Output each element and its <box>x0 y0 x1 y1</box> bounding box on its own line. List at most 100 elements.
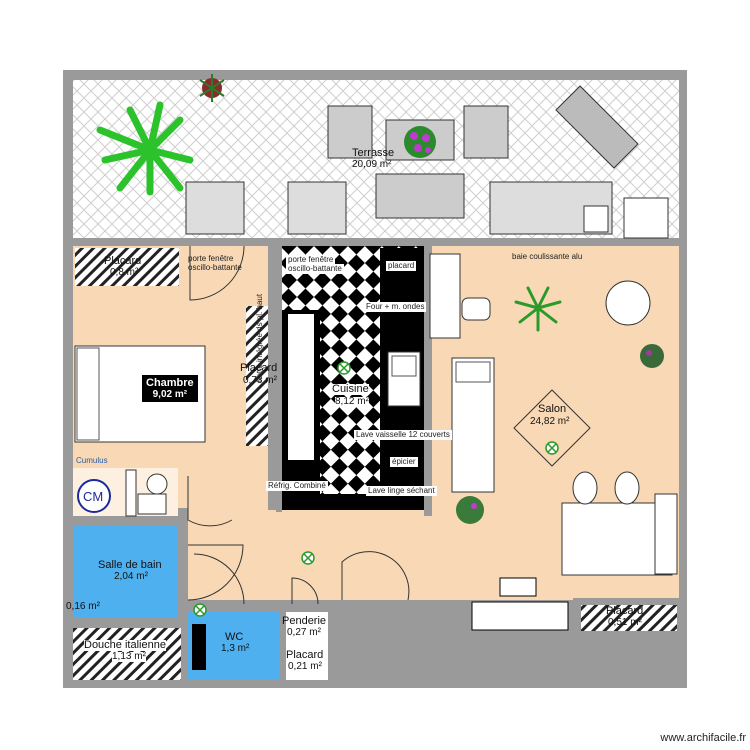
placard-top-name: Placard <box>104 255 142 267</box>
placard-bottom-floor <box>286 646 328 680</box>
wall-kitchen-right <box>424 246 432 516</box>
sdb-name: Salle de bain <box>98 559 162 571</box>
bed-pillows <box>76 347 100 441</box>
toilet <box>192 624 206 670</box>
wc-area: 1,3 m² <box>221 643 250 654</box>
dining-table <box>561 502 673 576</box>
sofa-back <box>455 361 491 383</box>
light-icon <box>193 603 207 617</box>
terrace-planter <box>583 205 609 233</box>
porte-right-line2: oscillo-battante <box>286 264 344 275</box>
porte-right-line1: porte fenêtre <box>286 255 336 266</box>
chambre-label: Chambre 9,02 m² <box>142 375 198 402</box>
placard-mid-hatch <box>246 306 268 446</box>
douche-name: Douche italienne <box>84 639 166 651</box>
baie-note: baie coulissante alu <box>512 252 583 261</box>
wall-wc-right <box>280 604 286 684</box>
placard-kitchen-note: placard <box>386 261 417 272</box>
plant-salon-3-icon <box>456 496 484 524</box>
terrasse-name: Terrasse <box>352 147 395 159</box>
round-chair <box>605 280 651 326</box>
placard-right-name: Placard <box>606 605 644 617</box>
penderie-name: Penderie <box>282 615 327 627</box>
wall-bath-top <box>63 516 188 526</box>
chair-3 <box>654 493 678 575</box>
small-plant-icon <box>199 74 225 102</box>
wall-penderie-right <box>328 600 336 684</box>
wall-kitchen-left <box>276 246 282 512</box>
light-icon <box>545 441 559 455</box>
door-bath <box>187 544 244 601</box>
placard-bottom-area: 0,21 m² <box>288 661 322 672</box>
watermark: www.archifacile.fr <box>660 732 746 744</box>
placard-right-area: 0,51 m² <box>608 617 642 628</box>
placard-mid-area: 0,73 m² <box>243 375 277 386</box>
cumulus-note: Cumulus <box>76 456 108 465</box>
wall-chambre-right-2 <box>268 296 276 510</box>
plant-salon-1-icon <box>514 286 562 332</box>
washbasin-mirror <box>146 473 168 495</box>
light-icon <box>337 361 351 375</box>
salon-area: 24,82 m² <box>530 416 570 427</box>
flowers-icon <box>404 126 436 158</box>
desk-chair <box>461 297 491 321</box>
door-chambre <box>189 245 245 301</box>
towel-rack <box>125 469 137 517</box>
lave-linge-note: Lave linge séchant <box>366 486 437 497</box>
porte-left-line1: porte fenêtre <box>188 254 234 263</box>
chair-1 <box>572 471 598 505</box>
bath-floor <box>73 526 178 618</box>
hotte-note: hotte intégrée ds pl. haut <box>255 293 264 382</box>
chambre-area: 9,02 m² <box>152 389 188 400</box>
placard-mid-name: Placard <box>240 362 278 374</box>
door-entry <box>341 551 410 601</box>
douche-area: 1,13 m² <box>112 651 146 662</box>
small-area: 0,16 m² <box>66 601 100 612</box>
salon-name: Salon <box>538 403 567 415</box>
terrace-bench-1 <box>185 181 245 235</box>
wc-name: WC <box>225 631 244 643</box>
light-icon <box>301 551 315 565</box>
door-chambre-2 <box>187 476 233 527</box>
penderie-floor <box>286 612 328 646</box>
porte-left-line2: oscillo-battante <box>188 263 242 272</box>
placard-right-hatch <box>581 605 677 631</box>
plant-salon-2-icon <box>640 344 664 368</box>
placard-bottom-name: Placard <box>286 649 324 661</box>
terrace-chair-1 <box>327 105 373 159</box>
chair-2 <box>614 471 640 505</box>
wall-wc-top <box>188 604 333 612</box>
door-wc <box>193 553 245 605</box>
tv-unit <box>499 577 537 597</box>
epicier-note: épicier <box>390 457 418 468</box>
refrig-note: Réfrig. Combiné <box>266 481 328 492</box>
terrace-chair-2 <box>463 105 509 159</box>
terrace-bench-2 <box>287 181 347 235</box>
terrace-bench-3 <box>375 173 465 219</box>
terrace-ac-unit <box>623 197 669 239</box>
terrasse-area: 20,09 m² <box>352 159 392 170</box>
salon-rug <box>513 389 591 467</box>
cuisine-name: Cuisine <box>332 383 369 395</box>
wall-shower-top <box>63 618 188 628</box>
cumulus-icon <box>77 479 111 513</box>
cm-label: CM <box>83 489 104 504</box>
four-note: Four + m. ondes <box>364 302 427 313</box>
lave-vaisselle-note: Lave vaisselle 12 couverts <box>354 430 452 441</box>
palm-tree-icon <box>96 101 194 196</box>
chambre-name: Chambre <box>146 377 194 389</box>
wall-chambre-right <box>268 246 278 296</box>
wall-bath-right <box>178 508 188 618</box>
radiator <box>471 601 569 631</box>
door-penderie <box>291 577 319 605</box>
kitchen-sink-basin <box>391 355 417 377</box>
washbasin <box>137 493 167 515</box>
sdb-area: 2,04 m² <box>114 571 148 582</box>
cuisine-area: 8,12 m² <box>335 396 369 407</box>
desk <box>429 253 461 339</box>
kitchen-counter-left-inner <box>288 314 314 460</box>
placard-top-area: 0,8 m² <box>110 267 139 278</box>
terrace-wall <box>63 238 687 246</box>
kitchen-counter-bottom <box>282 494 424 510</box>
